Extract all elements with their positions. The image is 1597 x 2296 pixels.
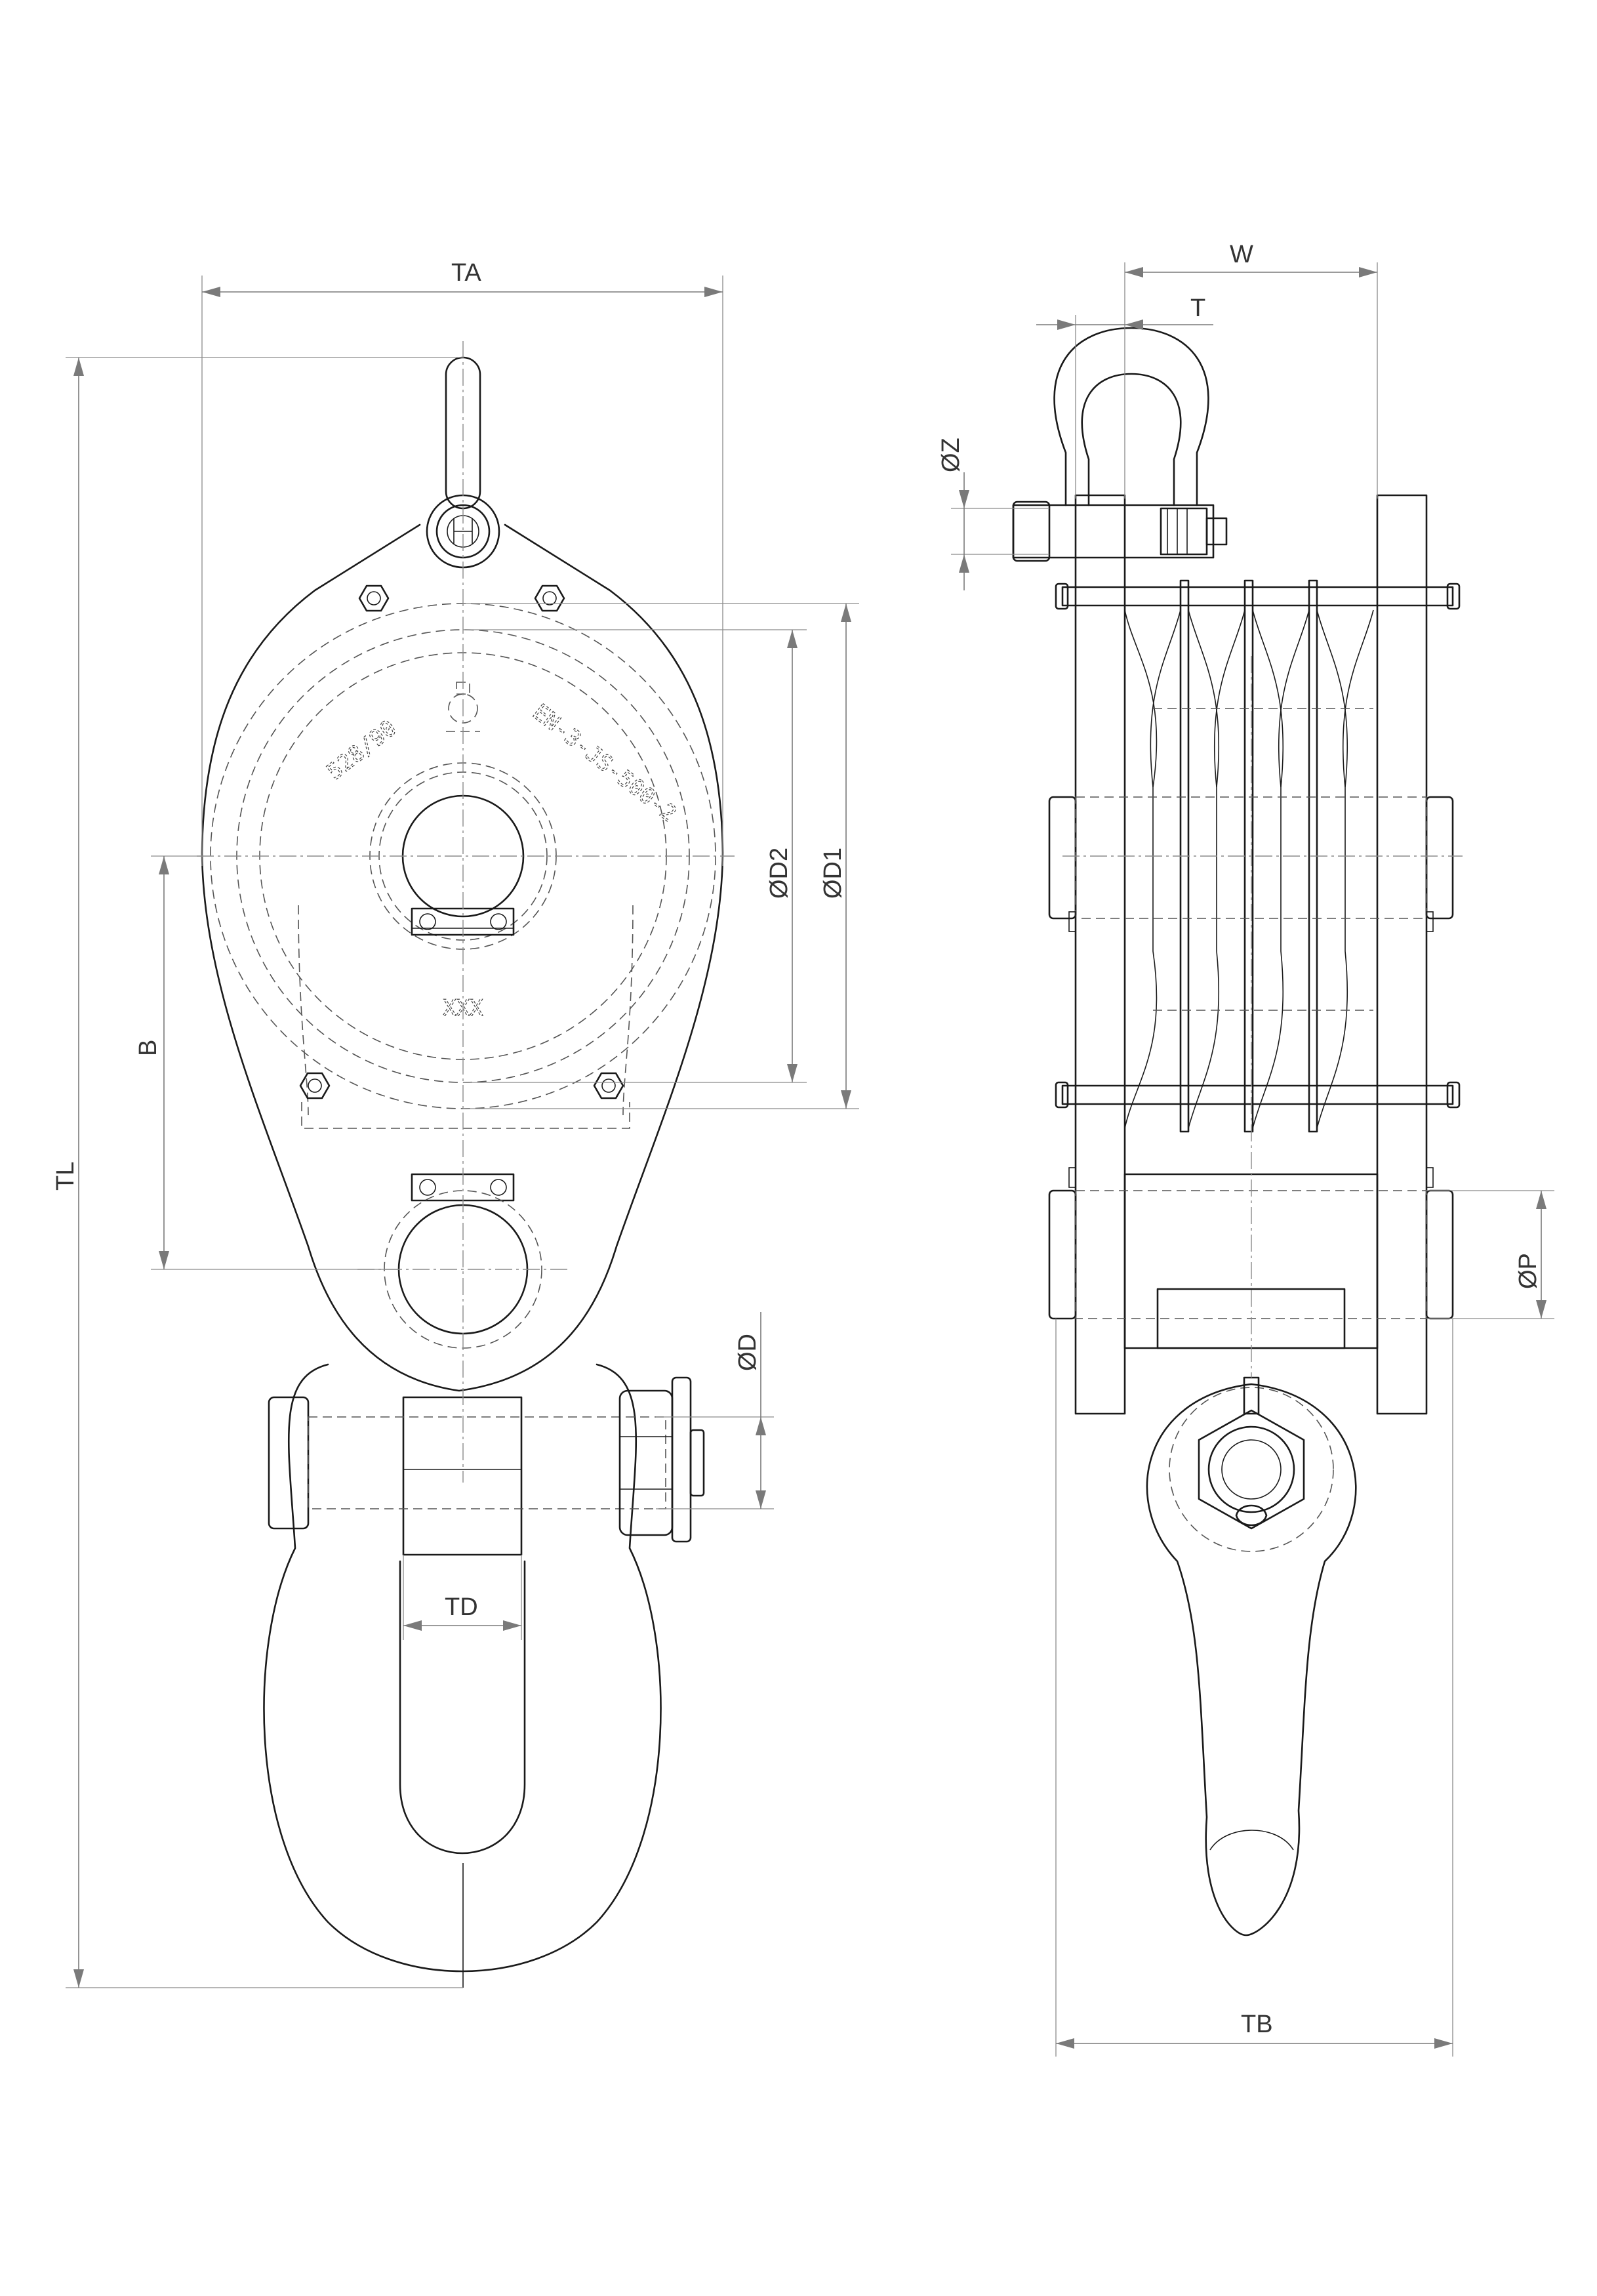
dim-label-tb: TB (1241, 2011, 1273, 2038)
dim-label-tl: TL (52, 1162, 79, 1191)
capacity-marking: 528/90 (322, 715, 401, 785)
top-shackle (1012, 327, 1228, 562)
front-view: 528/90 EN-3-JS-500-2 XXX (197, 341, 735, 1988)
bottom-shackle (263, 1363, 705, 1988)
plate-bolts (299, 584, 624, 1099)
left-side-plate (1074, 494, 1126, 1415)
side-plate-outline (201, 523, 724, 1392)
cheek-dashed-outline (301, 1102, 630, 1129)
right-side-plate (1376, 494, 1428, 1415)
dim-label-d1: ØD1 (819, 848, 847, 899)
dim-label-d: ØD (734, 1334, 761, 1371)
dim-label-b: B (134, 1040, 162, 1056)
dimension-lines: TA TL B ØD2 ØD1 ØD (52, 241, 1554, 2057)
dim-label-ta: TA (451, 259, 481, 287)
dim-label-t: T (1190, 295, 1205, 322)
serial-marking: EN-3-JS-500-2 (527, 699, 681, 827)
tie-rods (1055, 583, 1461, 1109)
dim-label-w: W (1230, 241, 1253, 268)
dim-label-z: ØZ (937, 438, 965, 472)
dim-label-p: ØP (1514, 1253, 1542, 1289)
dim-label-d2: ØD2 (765, 848, 793, 899)
side-view (1012, 327, 1463, 1937)
swivel-hook-side (1146, 1376, 1357, 1937)
dim-label-td: TD (445, 1593, 478, 1621)
